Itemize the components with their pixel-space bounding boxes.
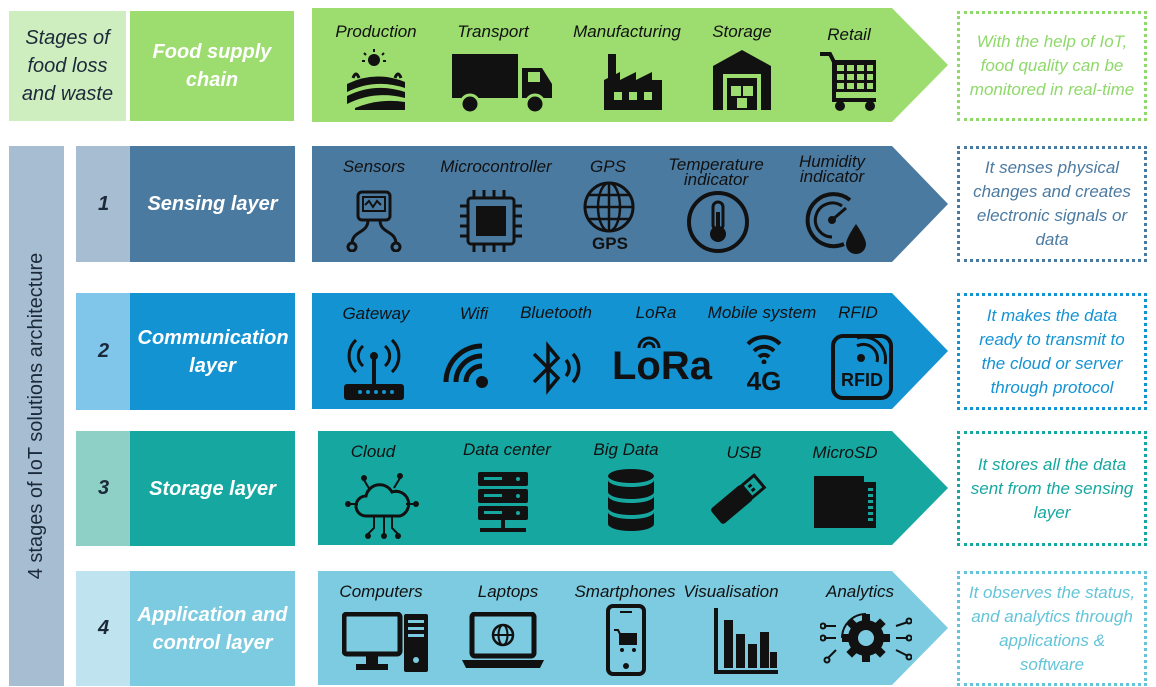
layer-1-number: 1 (97, 192, 110, 215)
item-label-mobile-system: Mobile system (707, 303, 817, 322)
layer-1-name-box: Sensing layer (130, 146, 295, 262)
food-loss-title-box: Stages of food loss and waste (9, 11, 126, 121)
desktop-computer-icon (342, 612, 428, 672)
big-data-database-icon (608, 469, 654, 531)
rfid-card-icon (831, 334, 893, 400)
item-label-usb: USB (726, 443, 762, 462)
farm-field-icon (347, 49, 405, 110)
wifi-icon (443, 343, 488, 388)
item-label-bluetooth: Bluetooth (520, 303, 592, 322)
supply-chain-description: With the help of IoT, food quality can b… (957, 11, 1147, 121)
food-supply-chain-title: Food supply chain (152, 41, 272, 91)
warehouse-icon (713, 50, 771, 110)
item-label-sensors: Sensors (342, 157, 406, 176)
item-label-temperature: Temperature indicator (668, 155, 764, 189)
mobile-4g-text: 4G (746, 366, 782, 396)
architecture-vertical-title: 4 stages of IoT solutions architecture (25, 252, 47, 580)
item-label-visualisation: Visualisation (683, 582, 779, 601)
cloud-network-icon (345, 473, 419, 539)
item-label-big-data: Big Data (593, 440, 659, 459)
gps-icon-text: GPS (592, 234, 628, 253)
bluetooth-icon (532, 341, 581, 395)
item-label-microsd: MicroSD (812, 443, 878, 462)
stage-label-transport: Transport (457, 22, 529, 41)
layer-4-description: It observes the status, and analytics th… (957, 571, 1147, 686)
usb-drive-icon (711, 473, 767, 524)
layer-2-number: 2 (97, 340, 110, 362)
layer-3-number: 3 (97, 477, 110, 499)
layer-2-arrow (312, 293, 948, 409)
layer-3-name-box: Storage layer (130, 431, 295, 546)
layer-4-number: 4 (97, 617, 110, 639)
layer-1-arrow (312, 146, 948, 262)
microcontroller-icon (460, 190, 522, 252)
food-loss-title: Stages of food loss and waste (21, 27, 114, 105)
vertical-title-bar (9, 146, 64, 686)
mobile-signal-icon (746, 335, 782, 364)
item-label-rfid: RFID (838, 303, 878, 322)
stage-label-retail: Retail (827, 25, 871, 44)
layer-4-name: Application and control layer (137, 603, 288, 654)
item-label-humidity: Humidity indicator (798, 152, 866, 186)
layer-3-name: Storage layer (149, 477, 276, 500)
item-label-gateway: Gateway (342, 304, 410, 323)
humidity-gauge-icon (805, 192, 866, 254)
item-label-computers: Computers (339, 582, 423, 601)
sensor-icon (346, 190, 402, 252)
item-label-lora: LoRa (635, 303, 677, 322)
truck-icon (452, 54, 552, 114)
factory-icon (604, 54, 662, 110)
layer-2-name: Communication layer (137, 326, 289, 377)
lora-logo-text: LoRa (612, 344, 712, 388)
layer-1-description: It senses physical changes and creates e… (957, 146, 1147, 262)
gps-globe-icon (583, 181, 635, 233)
item-label-gps: GPS (590, 157, 626, 176)
microsd-card-icon (814, 476, 876, 528)
data-center-server-icon (478, 472, 528, 532)
layer-2-number-box: 2 (76, 293, 131, 410)
layer-3-description: It stores all the data sent from the sen… (957, 431, 1147, 546)
layer-2-name-box: Communication layer (130, 293, 295, 410)
lora-signal-icon (637, 336, 661, 349)
layer-1-name: Sensing layer (147, 193, 278, 215)
item-label-laptops: Laptops (477, 582, 539, 601)
stage-label-storage: Storage (712, 22, 772, 41)
stage-label-manufacturing: Manufacturing (573, 22, 681, 41)
thermometer-icon (687, 191, 749, 253)
layer-4-name-box: Application and control layer (130, 571, 295, 686)
shopping-cart-icon (820, 52, 876, 111)
item-label-analytics: Analytics (825, 582, 895, 601)
item-label-smartphones: Smartphones (574, 582, 676, 601)
gateway-router-icon (344, 338, 404, 400)
stage-label-production: Production (335, 22, 417, 41)
layer-2-description: It makes the data ready to transmit to t… (957, 293, 1147, 410)
item-label-cloud: Cloud (350, 442, 396, 461)
smartphone-cart-icon (606, 604, 646, 676)
food-supply-chain-box: Food supply chain (130, 11, 294, 121)
layer-3-number-box: 3 (76, 431, 131, 546)
rfid-card-text: RFID (841, 370, 883, 390)
layer-1-number-box: 1 (76, 146, 131, 262)
layer-4-number-box: 4 (76, 571, 131, 686)
item-label-microcontroller: Microcontroller (440, 157, 552, 176)
analytics-gear-icon (820, 613, 912, 664)
laptop-globe-icon (462, 612, 544, 668)
bar-chart-visualisation-icon (714, 608, 778, 674)
item-label-data-center: Data center (463, 440, 551, 459)
item-label-wifi: Wifi (459, 304, 489, 323)
